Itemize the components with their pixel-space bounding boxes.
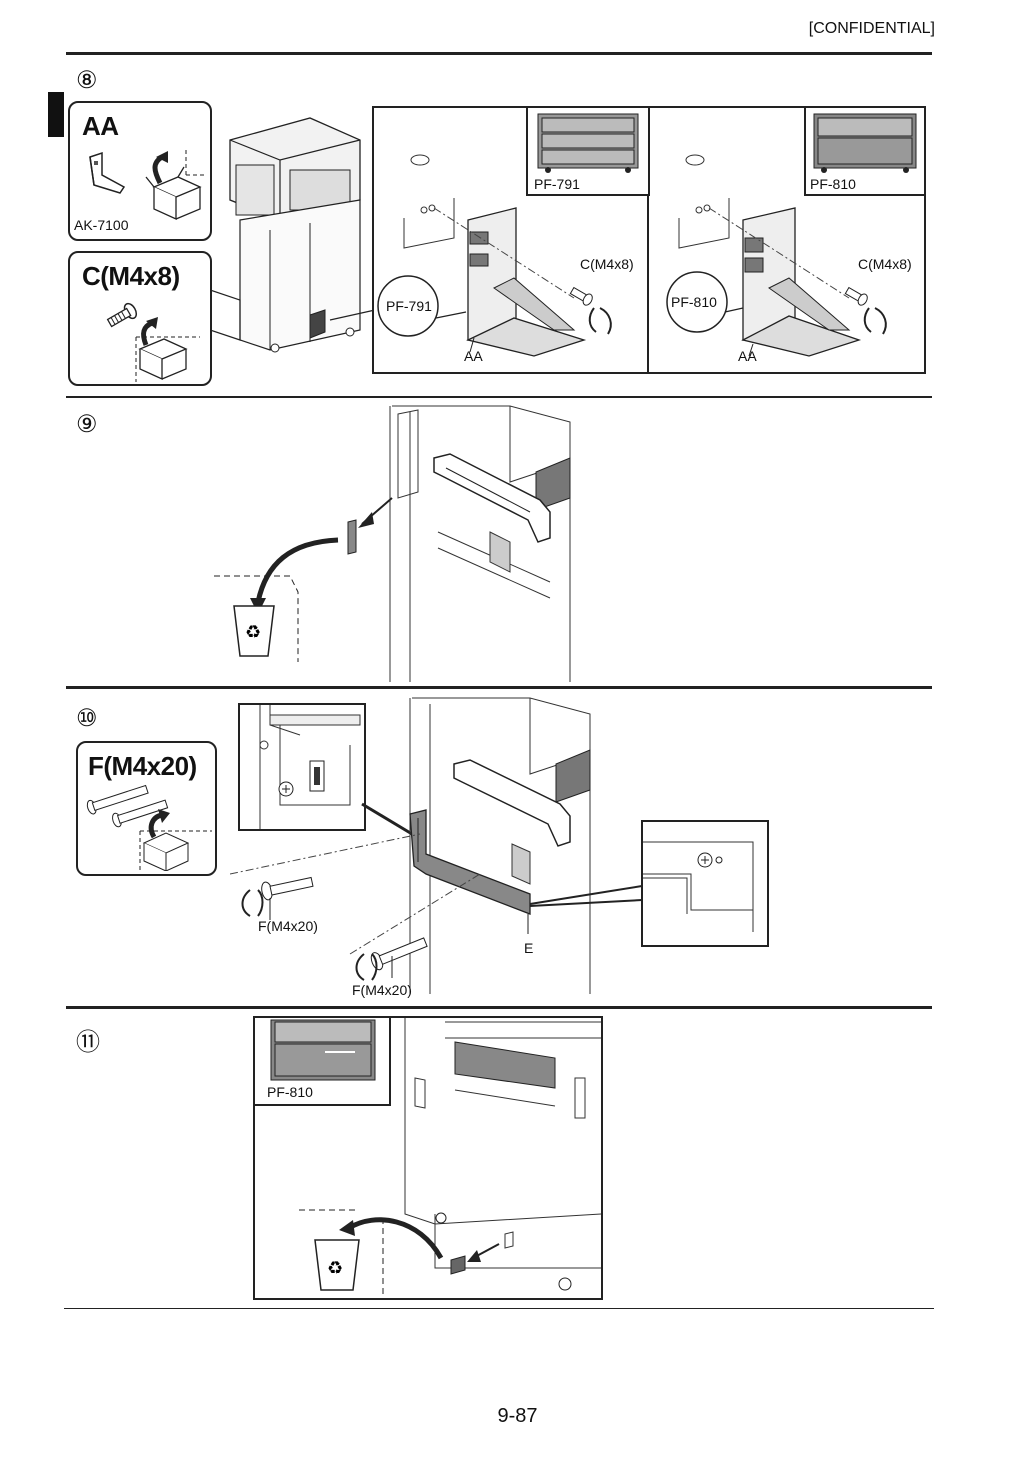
step10-inset-right xyxy=(641,820,769,947)
step10-bracket-install-illustration xyxy=(230,697,643,994)
step-8-number: ⑧ xyxy=(76,67,98,94)
detail-divider xyxy=(647,108,649,372)
step9-cover-removal-illustration: ♻ xyxy=(214,405,571,682)
step-9-number: ⑨ xyxy=(76,411,98,438)
step10-inset-left-illustration xyxy=(259,705,361,829)
rule-after-step8 xyxy=(66,396,932,398)
top-rule xyxy=(66,52,932,55)
pf810-cassette-illustration xyxy=(813,113,917,173)
pf791-inset-label: PF-791 xyxy=(534,176,580,192)
detail-frame-step8: PF-791 C(M4x8) PF-791 AA PF-810 xyxy=(372,106,926,374)
pf791-inset: PF-791 xyxy=(526,106,650,196)
part-box-aa: AA AK-7100 xyxy=(68,101,212,241)
bottom-rule xyxy=(64,1308,934,1309)
svg-text:♻: ♻ xyxy=(245,622,261,642)
screw-part-icon xyxy=(106,302,200,382)
printer-machine-illustration xyxy=(210,117,376,353)
step11-pf810-illustration xyxy=(270,1019,376,1081)
part-aa-model: AK-7100 xyxy=(74,217,129,233)
step10-inset-left xyxy=(238,703,366,831)
step-11-number: ⑪ xyxy=(76,1029,100,1056)
part-aa-label: AA xyxy=(82,111,119,141)
part-box-f: F(M4x20) xyxy=(76,741,217,876)
step11-pf810-label: PF-810 xyxy=(267,1084,313,1100)
bracket-part-icon xyxy=(89,147,205,221)
confidential-label: [CONFIDENTIAL] xyxy=(808,20,935,37)
step10-inset-right-illustration xyxy=(643,841,754,932)
pf810-circle-label: PF-810 xyxy=(671,294,717,310)
part-c-label: C(M4x8) xyxy=(82,261,180,291)
pf810-screw-label: C(M4x8) xyxy=(858,256,912,272)
step-10-number: ⑩ xyxy=(76,705,98,732)
screw-f-lower-label: F(M4x20) xyxy=(352,982,412,998)
step11-cover-removal-illustration: ♻ xyxy=(299,1018,601,1296)
page-number: 9-87 xyxy=(497,1405,538,1427)
rule-after-step10 xyxy=(66,1006,932,1009)
part-box-c: C(M4x8) xyxy=(68,251,212,386)
part-e-label: E xyxy=(524,940,534,956)
pf791-part-label: AA xyxy=(464,348,483,364)
pf810-inset: PF-810 xyxy=(804,106,926,196)
section-tab-marker xyxy=(48,92,64,137)
pf791-screw-label: C(M4x8) xyxy=(580,256,634,272)
pf810-inset-label: PF-810 xyxy=(810,176,856,192)
rule-after-step9 xyxy=(66,686,932,689)
step11-pf810-inset: PF-810 xyxy=(253,1016,391,1106)
pf791-circle-label: PF-791 xyxy=(386,298,432,314)
pf810-part-label: AA xyxy=(738,348,757,364)
part-f-label: F(M4x20) xyxy=(88,751,197,781)
screw-f-upper-label: F(M4x20) xyxy=(258,918,318,934)
pf791-bracket-illustration xyxy=(377,154,612,357)
long-screw-part-icon xyxy=(86,784,212,871)
pf810-bracket-illustration xyxy=(666,154,887,357)
svg-text:♻: ♻ xyxy=(327,1258,343,1278)
step11-frame: PF-810 ♻ xyxy=(253,1016,603,1300)
pf791-cassette-illustration xyxy=(537,113,639,173)
